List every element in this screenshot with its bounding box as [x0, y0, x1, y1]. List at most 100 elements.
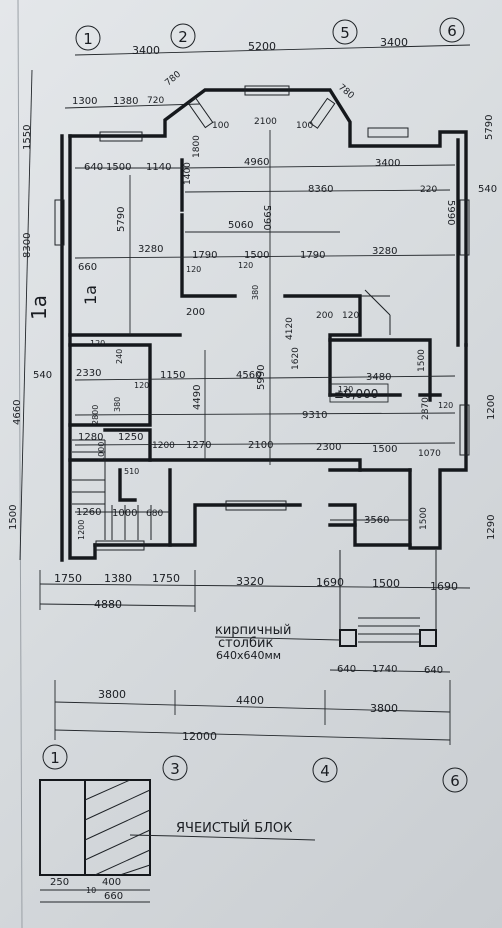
dim-1500-e: 1500	[419, 507, 429, 530]
dim-1550: 1550	[22, 125, 33, 150]
dim-640-a: 640	[337, 664, 356, 675]
dim-1200: 1200	[152, 441, 175, 451]
detail-dim-660: 660	[104, 891, 123, 902]
dim-120-a: 120	[186, 265, 201, 274]
dim-660: 660	[78, 262, 97, 273]
dim-3320: 3320	[236, 575, 264, 588]
dim-5060: 5060	[228, 220, 253, 231]
dim-12000: 12000	[182, 730, 217, 743]
outer-walls	[60, 88, 468, 562]
dim-8300: 8300	[22, 233, 33, 258]
axis-label-4-bottom: 4	[320, 762, 330, 780]
dimension-texts: 640 1500 1140 5790 3280 660 5060 1790 15…	[76, 121, 497, 540]
dim-bay-2: 1380	[113, 96, 138, 107]
dim-1260: 1260	[76, 507, 101, 518]
dim-120-e: 120	[134, 381, 149, 390]
dim-bay-1: 1300	[72, 96, 97, 107]
axis-bubble-6-top	[439, 17, 465, 43]
dim-120-g: 120	[438, 401, 453, 410]
axis-label-1-bottom: 1	[50, 749, 60, 767]
wall-section-detail: 250 400 10 660 ЯЧЕИСТЫЙ БЛОК	[39, 779, 316, 903]
dim-380-b: 380	[113, 397, 122, 412]
dim-4660: 4660	[12, 400, 23, 425]
dim-1200-v: 1200	[77, 520, 86, 540]
dim-100-b: 100	[296, 121, 313, 131]
dim-5990-lower: 5990	[256, 365, 267, 390]
section-mark-1a-inner: 1a	[81, 285, 100, 305]
right-side-dimensions: 5990 5790 1200 1290	[445, 115, 497, 540]
dim-4400: 4400	[236, 694, 264, 707]
detail-dim-400: 400	[102, 877, 121, 888]
left-side-dimensions: 1550 8300 4660 1500 1a 1a 540	[8, 69, 100, 561]
pillar-label-line2: столбик	[218, 636, 273, 651]
dim-680: 680	[146, 509, 163, 519]
dim-3280-right: 3280	[372, 246, 397, 257]
dim-1790-b: 1790	[300, 250, 325, 261]
dim-bay-4: 780	[164, 69, 184, 88]
dim-1500-f: 1500	[372, 577, 400, 590]
dim-3480: 3480	[366, 372, 391, 383]
bottom-dimensions: 1750 1380 1750 3320 1690 1500 1690 4880 …	[39, 570, 471, 745]
dim-2100: 2100	[248, 440, 273, 451]
dim-1500-left: 1500	[8, 505, 19, 530]
dim-1140: 1140	[146, 162, 171, 173]
dim-1400: 1400	[183, 162, 193, 185]
axis-markers-bottom: 1 3 4 6	[42, 744, 468, 793]
dim-1000-v: 1000	[97, 442, 106, 462]
pillar-label-line1: кирпичный	[215, 623, 291, 638]
dim-2330: 2330	[76, 368, 101, 379]
dim-120-b: 120	[238, 261, 253, 270]
dim-5990-right: 5990	[445, 200, 456, 225]
dim-1380-b: 1380	[104, 572, 132, 585]
dim-1690-b: 1690	[430, 580, 458, 593]
dim-5790-right: 5790	[484, 115, 495, 140]
dim-540-right: 540	[478, 184, 497, 195]
dim-200-a: 200	[186, 307, 205, 318]
dim-200-b: 200	[316, 311, 333, 321]
dim-100-a: 100	[212, 121, 229, 131]
dim-1750-b: 1750	[152, 572, 180, 585]
dim-1000-h: 1000	[112, 508, 137, 519]
dim-3560: 3560	[364, 515, 389, 526]
dim-2300: 2300	[316, 442, 341, 453]
axis-label-3-bottom: 3	[170, 760, 180, 778]
dim-8360: 8360	[308, 184, 333, 195]
staircase	[72, 289, 391, 540]
dim-1790-a: 1790	[192, 250, 217, 261]
cellular-block-label: ЯЧЕИСТЫЙ БЛОК	[176, 820, 292, 836]
axis-label-6-top: 6	[447, 22, 457, 40]
dim-2800: 2800	[91, 405, 100, 425]
dim-3800-b: 3800	[370, 702, 398, 715]
dim-3280-left: 3280	[138, 244, 163, 255]
dim-5990-upper: 5990	[261, 205, 272, 230]
axis-markers-top: 1 2 5 6	[75, 17, 465, 51]
dim-1500-d: 1500	[372, 444, 397, 455]
level-mark-text: ±0,000	[334, 387, 378, 401]
dim-1150: 1150	[160, 370, 185, 381]
dim-1740: 1740	[372, 664, 397, 675]
section-mark-1a-left: 1a	[27, 295, 51, 320]
detail-dim-250: 250	[50, 877, 69, 888]
dim-4560: 4560	[236, 370, 261, 381]
dim-4120: 4120	[285, 317, 295, 340]
axis-label-5-top: 5	[340, 24, 350, 42]
internal-dimension-lines	[74, 130, 456, 521]
dim-top-2: 5200	[248, 40, 276, 53]
dim-1280: 1280	[78, 432, 103, 443]
dim-1750-a: 1750	[54, 572, 82, 585]
dim-220: 220	[420, 185, 437, 195]
dim-1800: 1800	[192, 135, 202, 158]
axis-label-6-bottom: 6	[450, 772, 460, 790]
axis-label-1-top: 1	[83, 30, 93, 48]
dim-120-c: 120	[342, 311, 359, 321]
dim-4880: 4880	[94, 598, 122, 611]
dim-9310: 9310	[302, 410, 327, 421]
dim-1250: 1250	[118, 432, 143, 443]
dim-1500-b: 1500	[244, 250, 269, 261]
dim-120-f: 120	[338, 385, 353, 394]
dim-bay-5: 2100	[254, 117, 277, 127]
dim-4490: 4490	[192, 385, 203, 410]
axis-bubble-5-top	[332, 19, 358, 45]
